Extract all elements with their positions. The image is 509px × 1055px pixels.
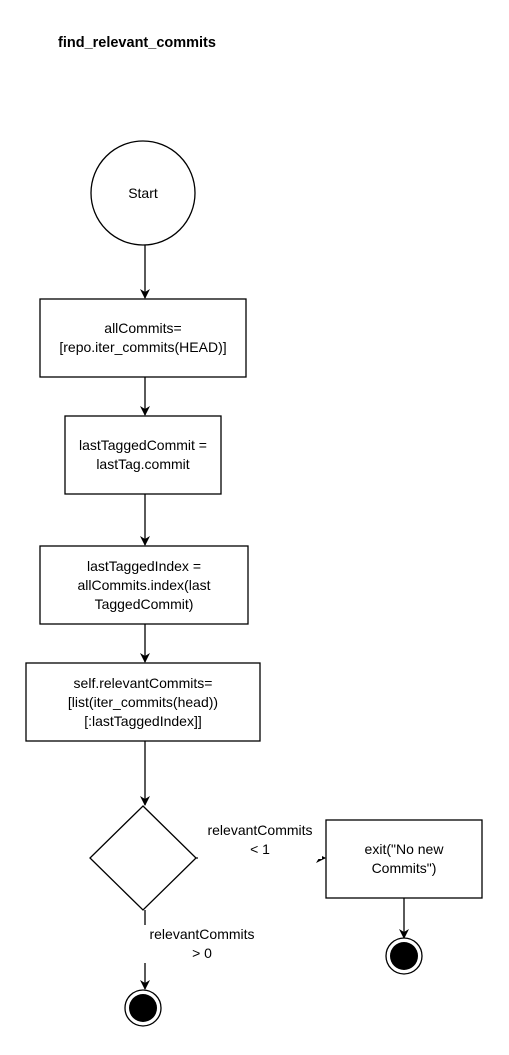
start-node bbox=[90, 140, 196, 246]
edge-label-gt-zero: relevantCommits > 0 bbox=[140, 925, 264, 963]
all-commits-label: allCommits= [repo.iter_commits(HEAD)] bbox=[59, 320, 227, 355]
relevant-commits-label: self.relevantCommits= [list(iter_commits… bbox=[67, 674, 219, 729]
edge-label-lt-one: relevantCommits < 1 bbox=[198, 821, 322, 859]
end-node-main bbox=[124, 989, 162, 1027]
relevant-commits-box bbox=[25, 662, 261, 742]
last-tagged-index-label: lastTaggedIndex = allCommits.index(last … bbox=[77, 557, 211, 612]
all-commits-box bbox=[39, 298, 247, 378]
exit-label: exit("No new Commits") bbox=[364, 841, 444, 876]
last-tagged-commit-label: lastTaggedCommit = lastTag.commit bbox=[78, 437, 207, 472]
last-tagged-commit-box bbox=[64, 415, 222, 495]
end-node-exit bbox=[385, 937, 423, 975]
decision-diamond bbox=[89, 805, 197, 911]
start-label: Start bbox=[128, 184, 158, 201]
last-tagged-index-box bbox=[39, 545, 249, 625]
diagram-title: find_relevant_commits bbox=[58, 35, 216, 51]
